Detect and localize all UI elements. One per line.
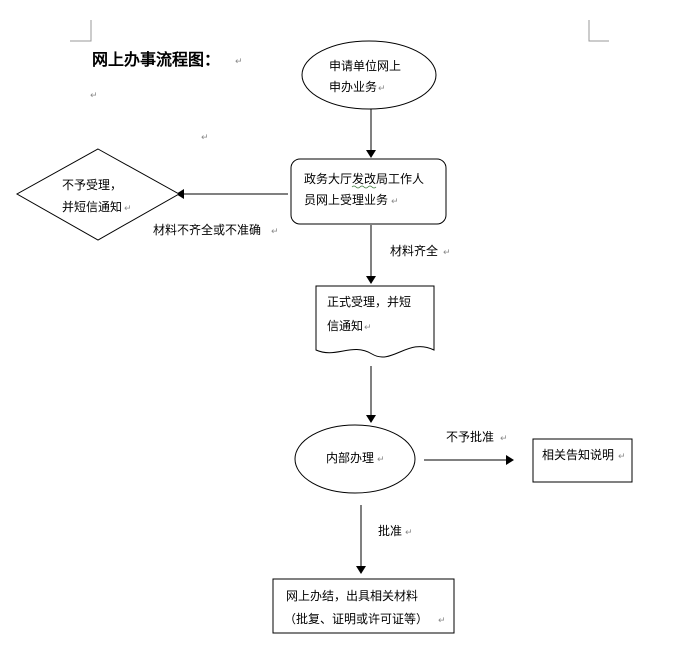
edge-label-incomplete: 材料不齐全或不准确 (153, 222, 261, 237)
edge-label-complete: 材料齐全 (390, 243, 438, 258)
node-review-line-2: 员网上受理业务 (304, 192, 388, 207)
node-review: 政务大厅发改局工作人 员网上受理业务 ↵ (290, 158, 447, 225)
node-accept-line-2: 信通知 (327, 319, 363, 333)
paragraph-mark: ↵ (90, 91, 98, 101)
paragraph-mark: ↵ (364, 323, 372, 333)
edges (176, 109, 514, 574)
page-title: 网上办事流程图： (92, 50, 220, 69)
arrowhead (366, 276, 376, 284)
paragraph-mark: ↵ (438, 616, 446, 626)
node-start: 申请单位网上 申办业务 ↵ (301, 40, 437, 110)
node-process-line-1: 内部办理 (326, 450, 374, 465)
node-finish: 网上办结，出具相关材料 （批复、证明或许可证等） ↵ (272, 578, 455, 634)
node-notify: 相关告知说明 ↵ (532, 438, 633, 483)
arrowhead (356, 566, 366, 574)
node-accept: 正式受理，并短 信通知 ↵ (315, 285, 435, 358)
paragraph-mark: ↵ (377, 455, 385, 465)
paragraph-mark: ↵ (378, 84, 386, 94)
crop-marks (70, 20, 609, 42)
paragraph-mark: ↵ (271, 227, 279, 237)
arrowhead (366, 415, 376, 423)
process-ellipse (294, 424, 416, 494)
arrowhead (506, 455, 514, 465)
decision-diamond (15, 148, 181, 241)
document-shape (315, 285, 435, 358)
node-reject-line-1: 不予受理， (62, 178, 122, 192)
paragraph-mark: ↵ (443, 248, 451, 258)
paragraph-mark: ↵ (235, 57, 243, 67)
process-box (290, 158, 447, 225)
paragraph-mark: ↵ (500, 434, 508, 444)
edge-label-not-approved: 不予批准 (446, 429, 494, 444)
node-start-line-2: 申办业务 (329, 79, 377, 94)
finish-box (272, 578, 455, 634)
node-process: 内部办理 ↵ (294, 424, 416, 494)
arrowhead (366, 150, 376, 158)
paragraph-mark: ↵ (391, 197, 399, 207)
node-notify-line-1: 相关告知说明 (542, 447, 614, 462)
node-start-line-1: 申请单位网上 (329, 58, 401, 73)
spellcheck-underline (351, 185, 377, 189)
terminator-ellipse (301, 40, 437, 110)
node-reject: 不予受理， 并短信通知 ↵ (15, 148, 181, 241)
paragraph-mark: ↵ (124, 204, 132, 214)
paragraph-mark: ↵ (201, 133, 209, 143)
crop-mark-top-right (588, 20, 609, 42)
edge-label-approved: 批准 (378, 523, 402, 538)
paragraph-mark: ↵ (618, 452, 626, 462)
crop-mark-top-left (70, 20, 92, 42)
node-finish-line-2: （批复、证明或许可证等） (284, 611, 428, 626)
node-review-line-1: 政务大厅发改局工作人 (304, 171, 424, 186)
node-finish-line-1: 网上办结，出具相关材料 (286, 588, 418, 603)
paragraph-mark: ↵ (405, 528, 413, 538)
node-accept-line-1: 正式受理，并短 (327, 295, 411, 309)
node-reject-line-2: 并短信通知 (62, 200, 122, 214)
notify-box (532, 438, 633, 483)
